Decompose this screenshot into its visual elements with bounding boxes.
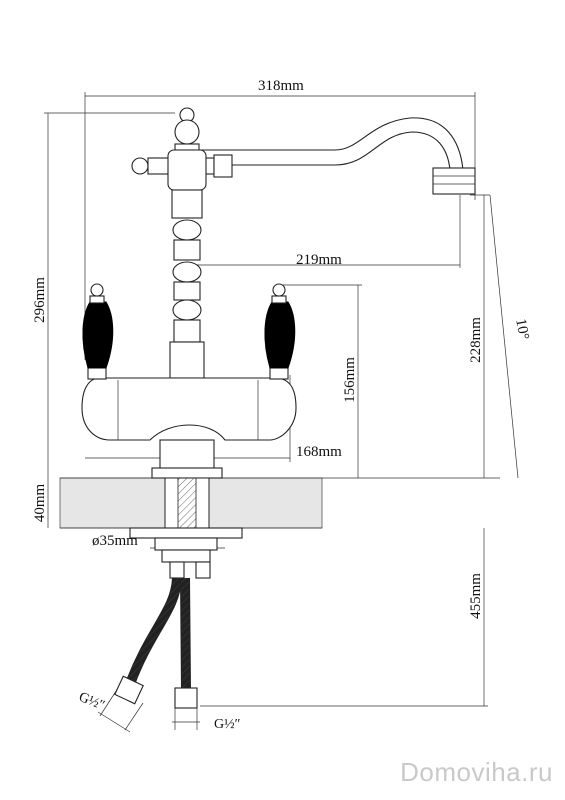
right-handle (264, 301, 296, 369)
spout-angle-label: 10° (512, 318, 531, 341)
handle-height-label: 156mm (342, 357, 358, 403)
height-total-label: 296mm (32, 277, 48, 323)
hose-length-label: 455mm (468, 573, 484, 619)
mount-diameter-label: ø35mm (92, 533, 138, 549)
left-handle (82, 301, 114, 369)
faucet-body (81, 107, 476, 579)
thread-right-label: G½″ (214, 717, 241, 732)
spout-height-label: 228mm (468, 317, 484, 363)
width-total-label: 318mm (258, 78, 304, 94)
deck-thickness-label: 40mm (32, 484, 48, 523)
dimension-labels: 318mm 219mm 296mm 228mm 156mm 168mm 40mm… (32, 78, 532, 732)
base-width-label: 168mm (296, 444, 342, 460)
spout-reach-label: 219mm (296, 252, 342, 268)
supply-hoses (114, 577, 198, 709)
thread-left-label: G½″ (77, 690, 107, 714)
countertop (59, 477, 500, 529)
watermark: Domoviha.ru (400, 757, 553, 787)
